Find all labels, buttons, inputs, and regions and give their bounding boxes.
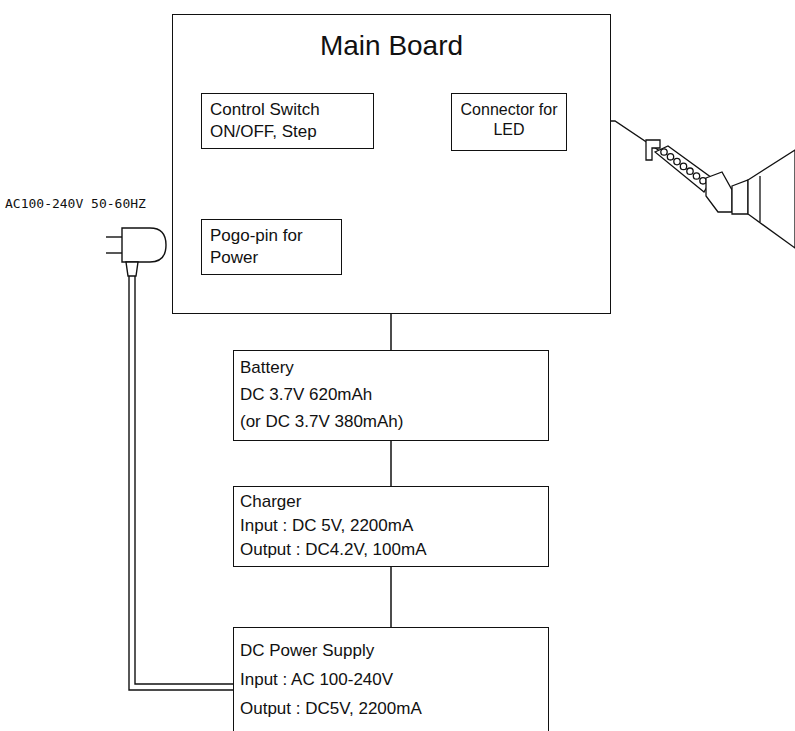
switch-box: Control Switch ON/OFF, Step — [201, 93, 374, 149]
ac-plug — [106, 228, 166, 276]
box-text: Output : DC5V, 2200mA — [240, 694, 542, 723]
neck-link — [687, 168, 693, 174]
strain-relief — [126, 262, 138, 276]
power-rating-label: AC100-240V 50-60HZ — [5, 196, 146, 211]
main-board-box: Main BoardControl Switch ON/OFF, Step Con… — [172, 14, 611, 314]
collar — [706, 172, 732, 212]
neck-link — [700, 178, 706, 184]
battery-box: BatteryDC 3.7V 620mAh(or DC 3.7V 380mAh) — [233, 350, 549, 441]
pogo-pin-box: Pogo-pin for Power — [201, 219, 342, 275]
connector-line — [390, 441, 392, 486]
neck-link — [680, 163, 686, 169]
box-text: Input : DC 5V, 2200mA — [240, 514, 542, 538]
connector-line — [390, 567, 392, 627]
neck-link — [661, 149, 667, 155]
box-text: (or DC 3.7V 380mAh) — [240, 408, 542, 435]
connector-box: Connector for LED — [451, 93, 567, 151]
box-heading: Control Switch ON/OFF, Step — [210, 99, 367, 143]
power-cable — [129, 276, 233, 690]
power-supply-box: DC Power SupplyInput : AC 100-240VOutput… — [233, 627, 549, 731]
box-heading: Pogo-pin for Power — [210, 225, 335, 269]
led-flashlight — [646, 140, 795, 248]
power-cable — [135, 276, 233, 684]
box-heading: Main Board — [181, 29, 602, 63]
box-heading: DC Power Supply — [240, 636, 542, 665]
box-heading: Connector for LED — [456, 100, 562, 140]
box-heading: Battery — [240, 354, 542, 381]
prong — [106, 236, 122, 237]
connector-line — [390, 314, 392, 350]
head-line — [759, 176, 760, 222]
box-text: Output : DC4.2V, 100mA — [240, 538, 542, 562]
neck-link — [674, 158, 680, 164]
prong — [106, 252, 122, 253]
plug-body — [122, 228, 166, 262]
box-text: DC 3.7V 620mAh — [240, 381, 542, 408]
box-heading: Charger — [240, 490, 542, 514]
lamp-head — [748, 150, 795, 248]
gooseneck — [655, 146, 712, 192]
box-text: Input : AC 100-240V — [240, 665, 542, 694]
neck-link — [667, 154, 673, 160]
neck-link — [693, 173, 699, 179]
charger-box: ChargerInput : DC 5V, 2200mAOutput : DC4… — [233, 486, 549, 567]
neck-ring — [732, 180, 748, 214]
